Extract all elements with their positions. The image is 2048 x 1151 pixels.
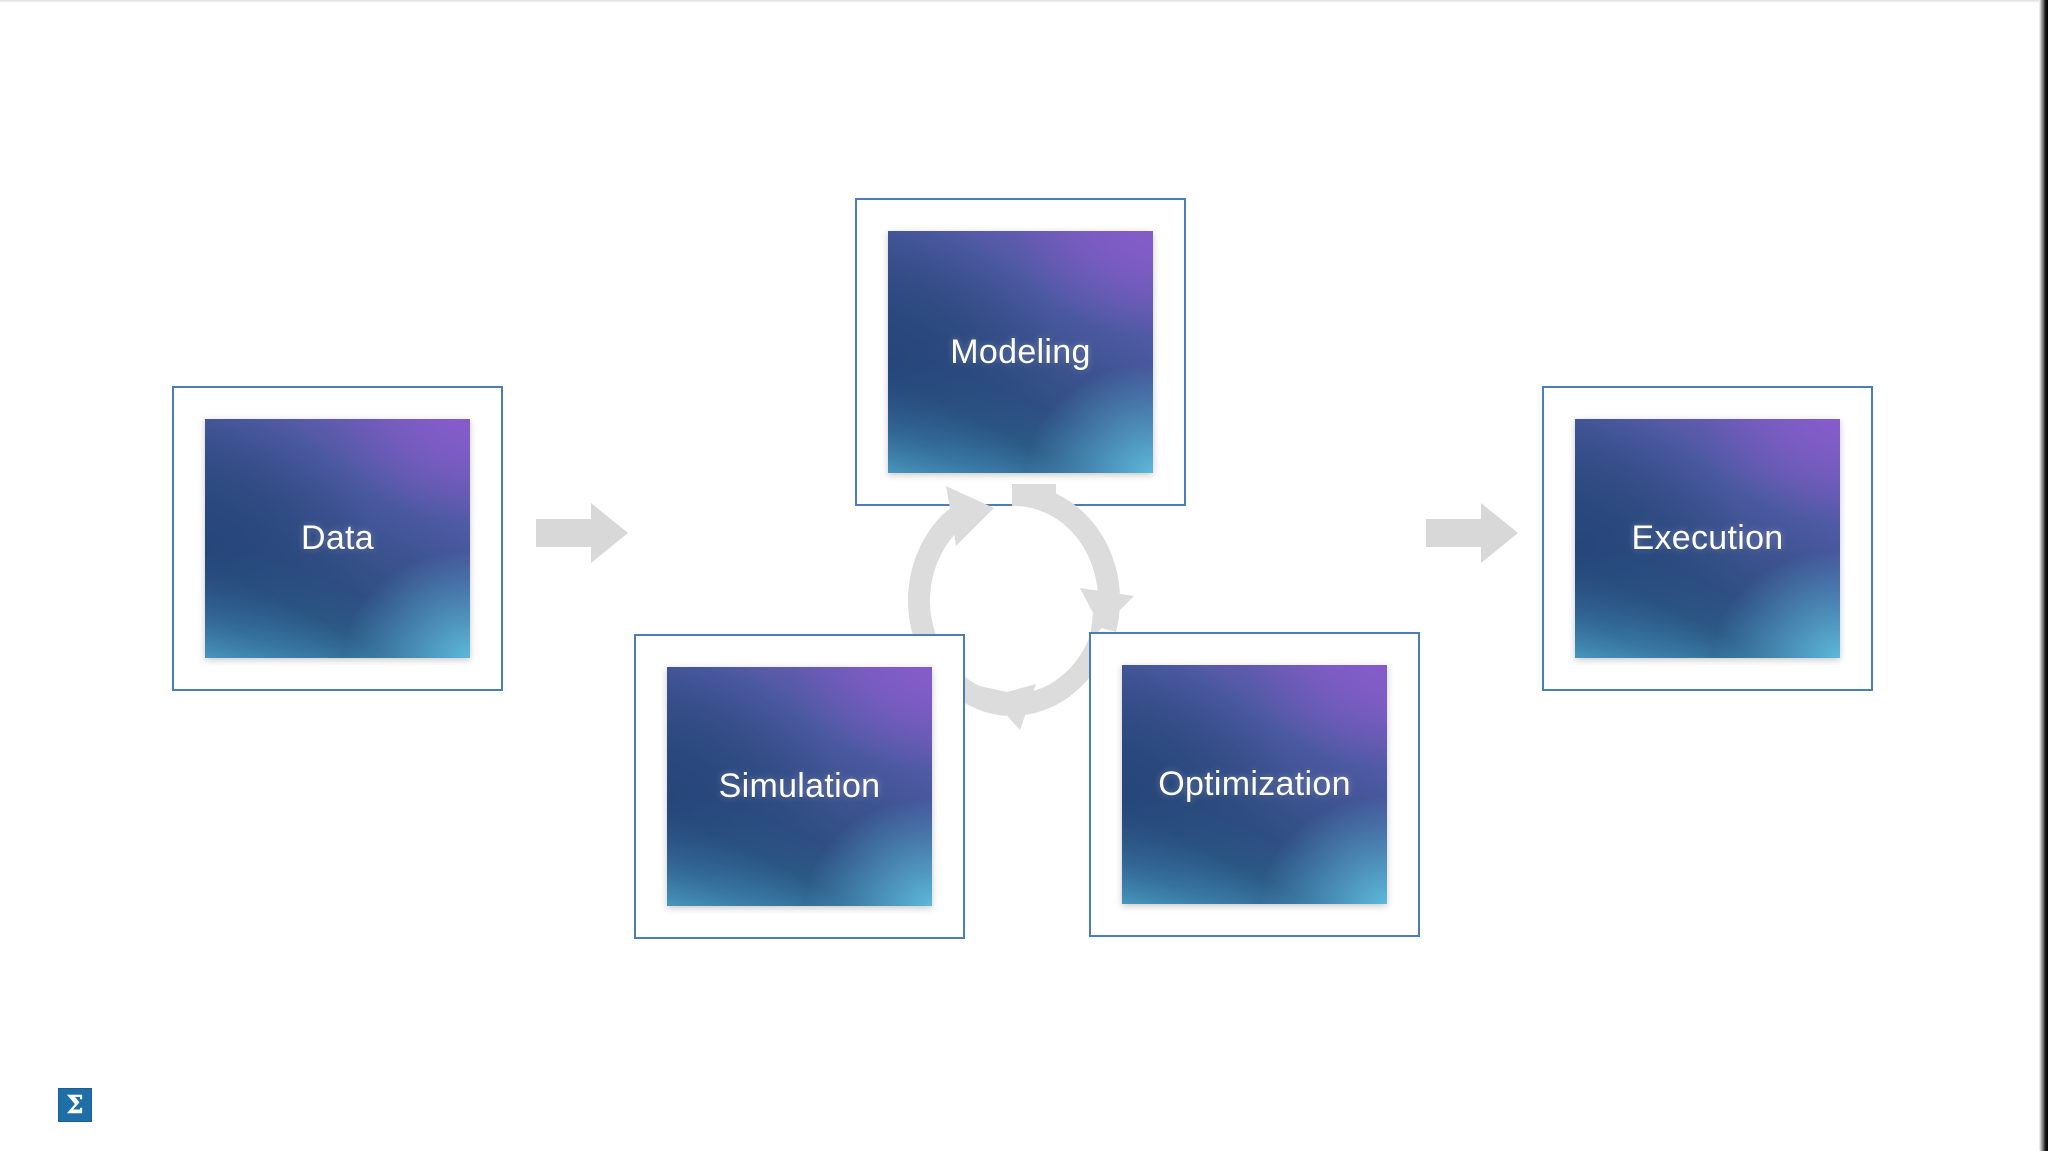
node-gradient-simulation: Simulation	[667, 667, 932, 906]
slide-right-edge	[2039, 0, 2048, 1151]
node-card-data[interactable]: Data	[172, 386, 503, 691]
right-arrow-icon	[1426, 502, 1518, 564]
right-arrow-icon	[536, 502, 628, 564]
node-card-optimization[interactable]: Optimization	[1089, 632, 1420, 937]
sigma-glyph: Σ	[66, 1090, 84, 1119]
node-card-execution[interactable]: Execution	[1542, 386, 1873, 691]
node-label-optimization: Optimization	[1158, 765, 1351, 803]
node-gradient-data: Data	[205, 419, 470, 658]
node-card-modeling[interactable]: Modeling	[855, 198, 1186, 506]
slide-top-edge	[0, 0, 2048, 3]
node-label-data: Data	[300, 519, 375, 557]
node-gradient-modeling: Modeling	[888, 231, 1153, 473]
node-gradient-execution: Execution	[1575, 419, 1840, 658]
node-label-modeling: Modeling	[950, 332, 1091, 371]
node-label-simulation: Simulation	[718, 767, 881, 805]
sigma-logo-icon: Σ	[58, 1088, 92, 1122]
node-card-simulation[interactable]: Simulation	[634, 634, 965, 939]
node-gradient-optimization: Optimization	[1122, 665, 1387, 904]
node-label-execution: Execution	[1631, 519, 1784, 557]
